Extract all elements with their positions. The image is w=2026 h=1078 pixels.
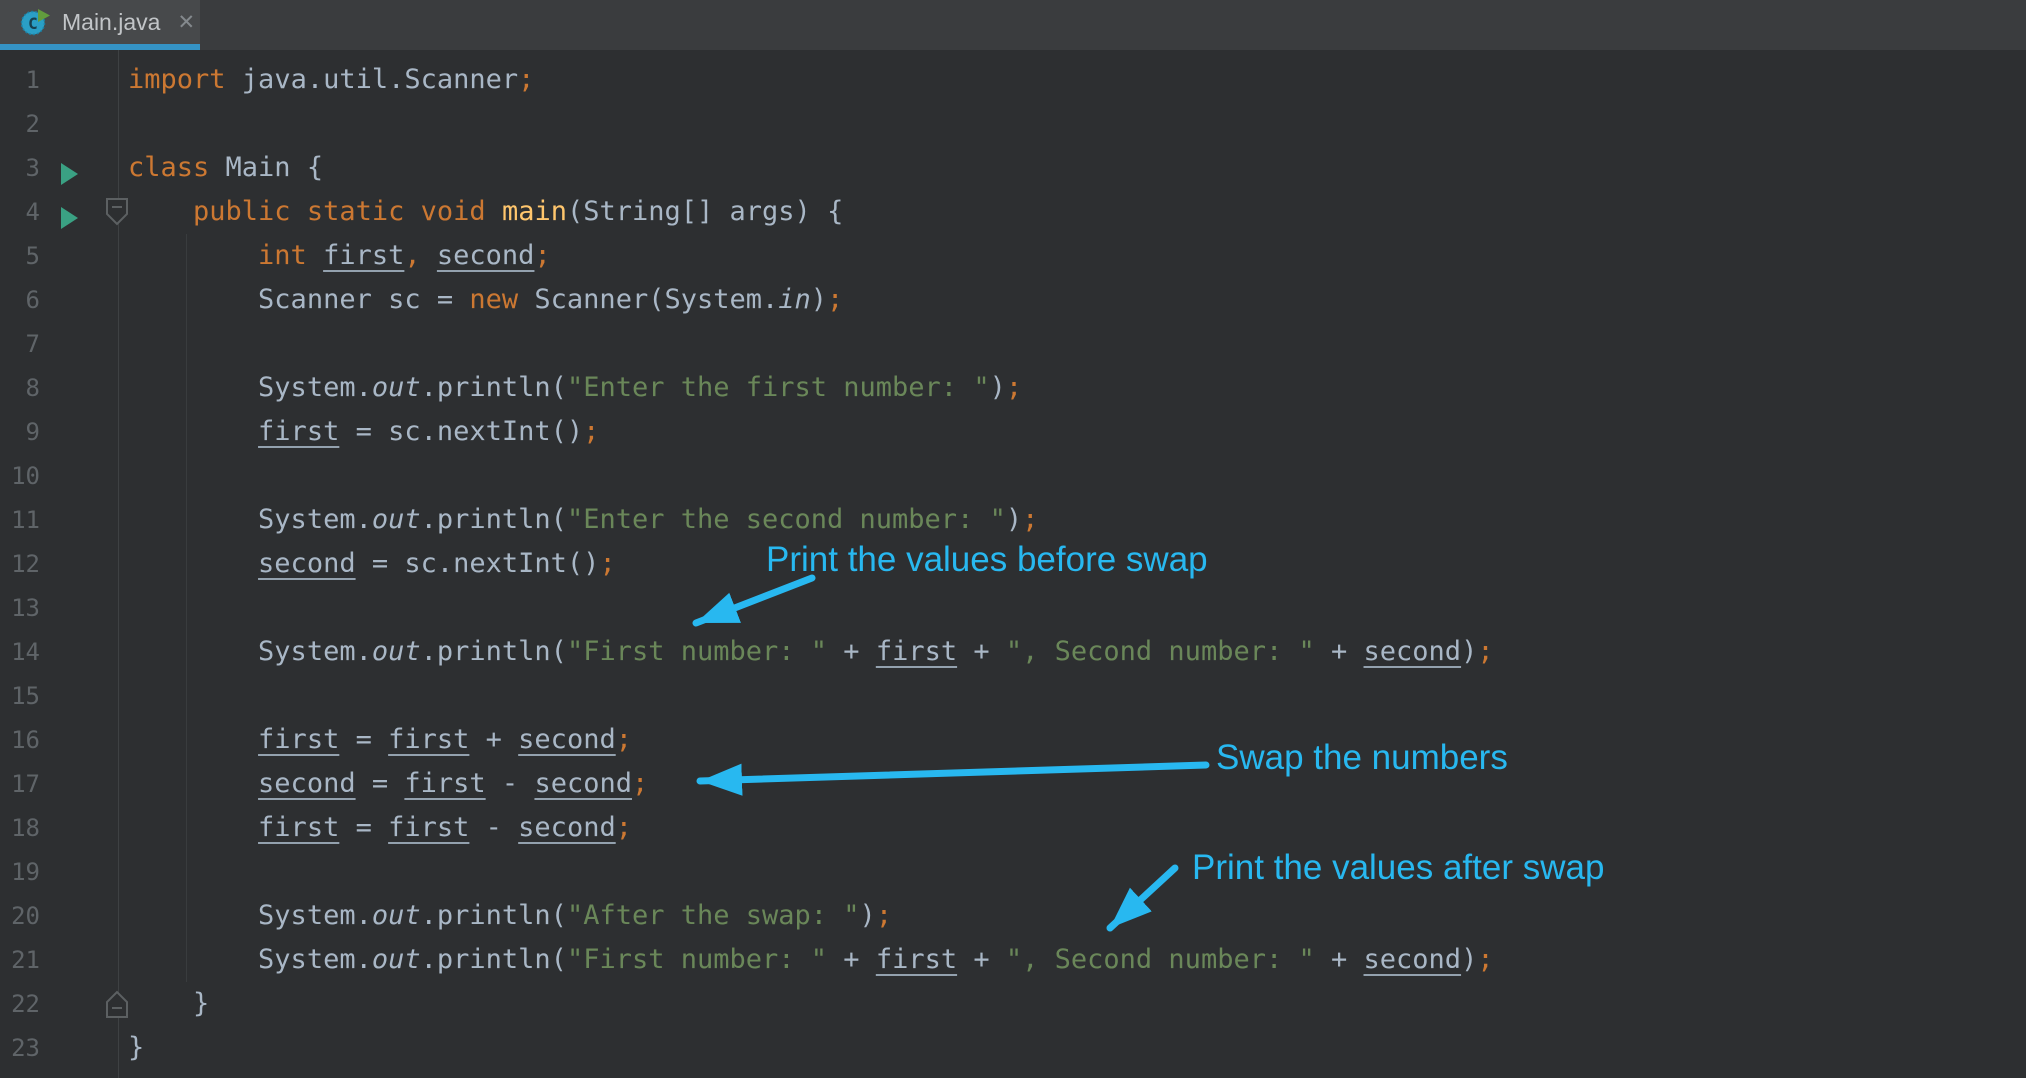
line-number[interactable]: 8 <box>25 374 40 402</box>
annotation-before-swap: Print the values before swap <box>766 540 1208 579</box>
line-number[interactable]: 12 <box>11 550 40 578</box>
code-text: public static void main(String[] args) { <box>193 196 844 227</box>
tab-close-icon[interactable]: ✕ <box>177 10 196 34</box>
code-line[interactable]: 12 second = sc.nextInt(); <box>0 542 2026 586</box>
run-gutter-icon[interactable] <box>60 156 80 185</box>
line-number[interactable]: 19 <box>11 858 40 886</box>
code-text: int first, second; <box>258 240 551 271</box>
code-text: class Main { <box>128 152 324 183</box>
code-line[interactable]: 13 <box>0 586 2026 630</box>
line-number[interactable]: 10 <box>11 462 40 490</box>
code-line[interactable]: 17 second = first - second; <box>0 762 2026 806</box>
code-line[interactable]: 11 System.out.println("Enter the second … <box>0 498 2026 542</box>
code-text: second = first - second; <box>258 768 649 799</box>
line-number[interactable]: 1 <box>25 66 40 94</box>
code-line[interactable]: 19 <box>0 850 2026 894</box>
line-number[interactable]: 5 <box>25 242 40 270</box>
code-text: import java.util.Scanner; <box>128 64 535 95</box>
line-number[interactable]: 18 <box>11 814 40 842</box>
line-number[interactable]: 16 <box>11 726 40 754</box>
line-number[interactable]: 23 <box>11 1034 40 1062</box>
line-number[interactable]: 11 <box>11 506 40 534</box>
code-line[interactable]: 9 first = sc.nextInt(); <box>0 410 2026 454</box>
tab-main-java[interactable]: C Main.java ✕ <box>0 0 200 50</box>
active-tab-underline <box>0 44 200 50</box>
fold-collapse-end-icon[interactable] <box>104 989 130 1019</box>
code-line[interactable]: 10 <box>0 454 2026 498</box>
line-number[interactable]: 22 <box>11 990 40 1018</box>
code-text: System.out.println("Enter the second num… <box>258 504 1039 535</box>
code-line[interactable]: 7 <box>0 322 2026 366</box>
line-number[interactable]: 15 <box>11 682 40 710</box>
line-number[interactable]: 3 <box>25 154 40 182</box>
run-gutter-icon[interactable] <box>60 200 80 229</box>
annotation-swap: Swap the numbers <box>1216 738 1508 777</box>
code-text: Scanner sc = new Scanner(System.in); <box>258 284 844 315</box>
code-text: first = sc.nextInt(); <box>258 416 600 447</box>
annotation-after-swap: Print the values after swap <box>1192 848 1605 887</box>
code-line[interactable]: 18 first = first - second; <box>0 806 2026 850</box>
line-number[interactable]: 17 <box>11 770 40 798</box>
code-text: } <box>128 1032 145 1063</box>
code-line[interactable]: 22 } <box>0 982 2026 1026</box>
code-line[interactable]: 3 class Main { <box>0 146 2026 190</box>
code-line[interactable]: 8 System.out.println("Enter the first nu… <box>0 366 2026 410</box>
line-number[interactable]: 6 <box>25 286 40 314</box>
code-text: second = sc.nextInt(); <box>258 548 616 579</box>
code-text: } <box>193 988 210 1019</box>
tab-title: Main.java <box>62 8 161 35</box>
code-text: System.out.println("First number: " + fi… <box>258 636 1494 667</box>
line-number[interactable]: 13 <box>11 594 40 622</box>
fold-collapse-start-icon[interactable] <box>104 197 130 227</box>
code-line[interactable]: 20 System.out.println("After the swap: "… <box>0 894 2026 938</box>
code-text: first = first + second; <box>258 724 632 755</box>
code-line[interactable]: 1 import java.util.Scanner; <box>0 58 2026 102</box>
java-class-icon: C <box>20 8 51 37</box>
code-line[interactable]: 2 <box>0 102 2026 146</box>
code-text: System.out.println("First number: " + fi… <box>258 944 1494 975</box>
svg-text:C: C <box>28 14 38 33</box>
code-line[interactable]: 14 System.out.println("First number: " +… <box>0 630 2026 674</box>
line-number[interactable]: 21 <box>11 946 40 974</box>
code-text: System.out.println("After the swap: "); <box>258 900 893 931</box>
line-number[interactable]: 7 <box>25 330 40 358</box>
line-number[interactable]: 9 <box>25 418 40 446</box>
code-line[interactable]: 5 int first, second; <box>0 234 2026 278</box>
code-line[interactable]: 23} <box>0 1026 2026 1070</box>
code-line[interactable]: 16 first = first + second; <box>0 718 2026 762</box>
code-line[interactable]: 6 Scanner sc = new Scanner(System.in); <box>0 278 2026 322</box>
code-text: first = first - second; <box>258 812 632 843</box>
code-line[interactable]: 15 <box>0 674 2026 718</box>
code-text: System.out.println("Enter the first numb… <box>258 372 1023 403</box>
gutter-separator <box>118 50 119 1078</box>
code-line[interactable]: 4 public static void main(String[] args)… <box>0 190 2026 234</box>
indent-guide <box>186 234 187 982</box>
line-number[interactable]: 2 <box>25 110 40 138</box>
line-number[interactable]: 14 <box>11 638 40 666</box>
code-line[interactable]: 21 System.out.println("First number: " +… <box>0 938 2026 982</box>
editor-tab-bar: C Main.java ✕ <box>0 0 2026 50</box>
line-number[interactable]: 20 <box>11 902 40 930</box>
line-number[interactable]: 4 <box>25 198 40 226</box>
